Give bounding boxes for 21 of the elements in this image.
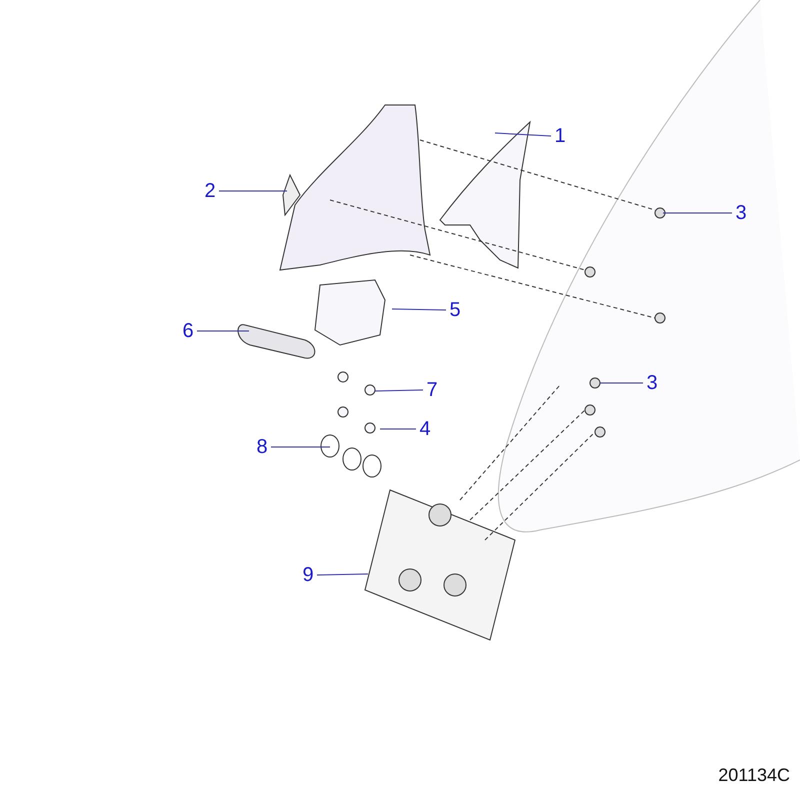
leader-line <box>380 428 416 430</box>
leader-line <box>662 212 732 214</box>
leader-line <box>316 574 368 576</box>
callout-number: 6 <box>180 320 196 342</box>
callout-number: 3 <box>733 202 749 224</box>
callout-number: 2 <box>202 180 218 202</box>
callout-number: 5 <box>447 299 463 321</box>
leader-line <box>270 446 330 448</box>
callout-number: 3 <box>644 372 660 394</box>
callout-number: 4 <box>417 418 433 440</box>
callout-number: 9 <box>300 564 316 586</box>
callout-number: 8 <box>254 436 270 458</box>
leader-line <box>218 190 288 192</box>
leader-line <box>392 308 446 310</box>
drawing-number: 201134C <box>718 765 790 786</box>
leader-line <box>374 390 424 392</box>
leader-line <box>196 330 250 332</box>
callout-number: 7 <box>424 379 440 401</box>
callout-number: 1 <box>552 125 568 147</box>
leader-line <box>600 382 644 384</box>
leader-line <box>494 132 552 136</box>
